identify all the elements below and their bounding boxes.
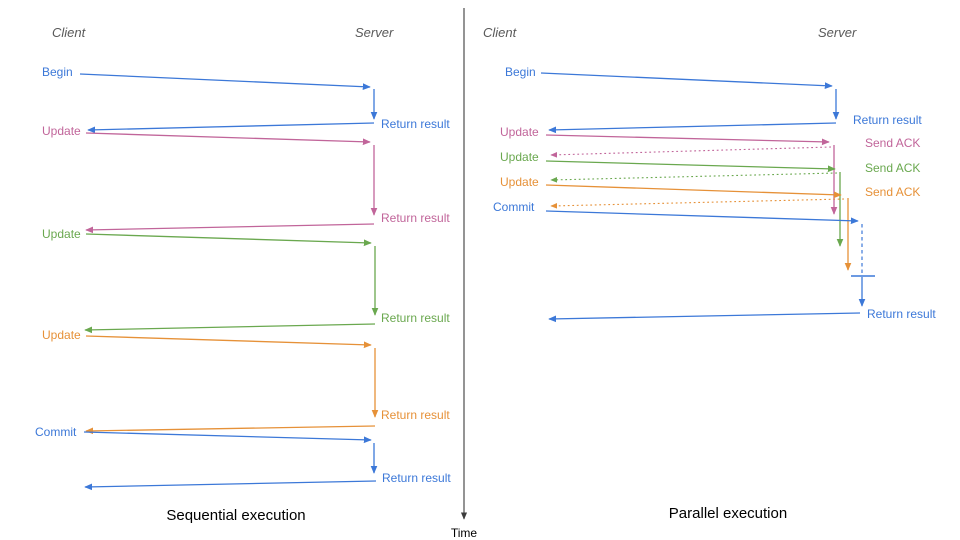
seq-response-label-update3: Return result (381, 408, 450, 422)
par-response-label-update3: Send ACK (865, 185, 920, 199)
seq-response-label-update1: Return result (381, 211, 450, 225)
time-axis-label: Time (451, 526, 478, 540)
par-request-arrow-update1 (545, 134, 830, 146)
parallel-panel: Client Server Begin Return result Update… (483, 25, 936, 522)
par-request-arrow-begin (540, 72, 833, 90)
par-response-arrow-commit (548, 312, 861, 323)
seq-response-label-begin: Return result (381, 117, 450, 131)
par-response-label-update2: Send ACK (865, 161, 920, 175)
seq-request-label-update1: Update (42, 124, 81, 138)
seq-server-lane-label: Server (355, 25, 394, 40)
seq-request-label-update3: Update (42, 328, 81, 342)
seq-response-label-update2: Return result (381, 311, 450, 325)
par-request-label-begin: Begin (505, 65, 536, 79)
par-response-arrow-begin (548, 122, 837, 134)
seq-request-label-update2: Update (42, 227, 81, 241)
par-request-label-update2: Update (500, 150, 539, 164)
seq-response-arrow-commit (84, 480, 377, 491)
parallel-caption: Parallel execution (669, 505, 787, 522)
time-axis: Time (451, 8, 478, 540)
par-response-label-begin: Return result (853, 113, 922, 127)
seq-request-arrow-update1 (85, 132, 371, 146)
par-response-label-commit: Return result (867, 307, 936, 321)
par-ack-arrow-update2 (550, 172, 838, 183)
par-client-lane-label: Client (483, 25, 518, 40)
seq-response-label-commit: Return result (382, 471, 451, 485)
par-request-label-update1: Update (500, 125, 539, 139)
seq-response-arrow-begin (87, 122, 375, 134)
par-request-label-commit: Commit (493, 200, 535, 214)
par-server-lane-label: Server (818, 25, 857, 40)
par-ack-arrow-update3 (550, 198, 845, 209)
seq-response-arrow-update2 (84, 323, 376, 334)
seq-request-arrow-commit (83, 431, 372, 444)
sequential-caption: Sequential execution (166, 507, 305, 524)
par-request-arrow-update2 (545, 160, 836, 173)
par-request-arrow-update3 (545, 184, 842, 199)
par-request-arrow-commit (545, 210, 859, 225)
par-request-label-update3: Update (500, 175, 539, 189)
seq-response-arrow-update3 (85, 425, 376, 435)
seq-response-arrow-update1 (85, 223, 375, 234)
seq-client-lane-label: Client (52, 25, 87, 40)
seq-request-arrow-update3 (85, 335, 372, 349)
par-ack-arrow-update1 (550, 146, 832, 158)
par-response-label-update1: Send ACK (865, 136, 920, 150)
sequential-panel: Client Server Begin Return result Update… (35, 25, 451, 524)
seq-request-label-commit: Commit (35, 425, 77, 439)
seq-request-label-begin: Begin (42, 65, 73, 79)
seq-request-arrow-begin (79, 73, 371, 91)
seq-request-arrow-update2 (85, 233, 372, 247)
